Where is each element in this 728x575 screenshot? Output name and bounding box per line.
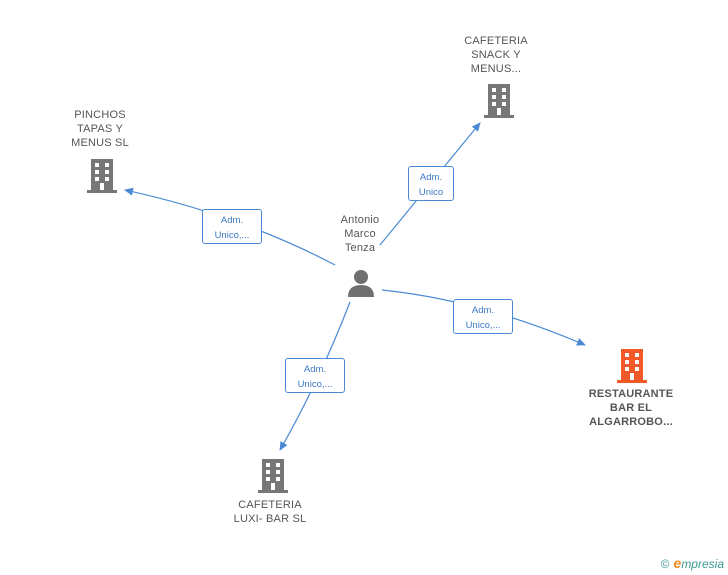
restaurante-line2: BAR EL [609,402,653,414]
edge-label-line1: Adm. [419,172,443,183]
building-icon[interactable] [87,159,117,193]
edge-label-line1: Adm. [220,215,244,226]
edge-label-line2: Unico [418,187,444,198]
person-name-line1: Antonio [340,214,380,226]
cafeteria-snack-line3: MENUS... [470,63,522,75]
person-name-line3: Tenza [344,242,376,254]
edge-label-line1: Adm. [471,305,495,316]
cafeteria-snack-line2: SNACK Y [471,49,521,61]
cafeteria-snack-label[interactable]: CAFETERIA SNACK Y MENUS... [446,34,546,76]
edge-label-line2: Unico,... [465,320,501,331]
edge-label-to-restaurante[interactable]: Adm. Unico,... [453,299,513,334]
brand-logo-e: e [673,555,682,571]
cafeteria-snack-line1: CAFETERIA [464,35,528,47]
pinchos-line1: PINCHOS [74,109,126,121]
edge-label-to-pinchos[interactable]: Adm. Unico,... [202,209,262,244]
edge-label-line1: Adm. [303,364,327,375]
person-label[interactable]: Antonio Marco Tenza [320,213,400,255]
person-icon[interactable] [346,268,376,298]
edge-label-to-luxi[interactable]: Adm. Unico,... [285,358,345,393]
restaurante-line1: RESTAURANTE [588,388,674,400]
pinchos-line3: MENUS SL [71,137,129,149]
empresia-watermark: ©empresia [661,555,724,571]
restaurante-line3: ALGARROBO... [589,416,673,428]
cafeteria-luxi-line1: CAFETERIA [238,499,302,511]
copyright-symbol: © [660,557,670,571]
restaurante-label[interactable]: RESTAURANTE BAR EL ALGARROBO... [572,387,690,429]
person-name-line2: Marco [344,228,376,240]
brand-logo-text: mpresia [681,557,724,571]
edge-label-to-snack[interactable]: Adm. Unico [408,166,454,201]
building-icon[interactable] [617,349,647,383]
edge-label-line2: Unico,... [214,230,250,241]
cafeteria-luxi-label[interactable]: CAFETERIA LUXI- BAR SL [215,498,325,526]
pinchos-line2: TAPAS Y [76,123,124,135]
pinchos-label[interactable]: PINCHOS TAPAS Y MENUS SL [50,108,150,150]
building-icon[interactable] [258,459,288,493]
edge-label-line2: Unico,... [297,379,333,390]
cafeteria-luxi-line2: LUXI- BAR SL [233,513,307,525]
building-icon[interactable] [484,84,514,118]
